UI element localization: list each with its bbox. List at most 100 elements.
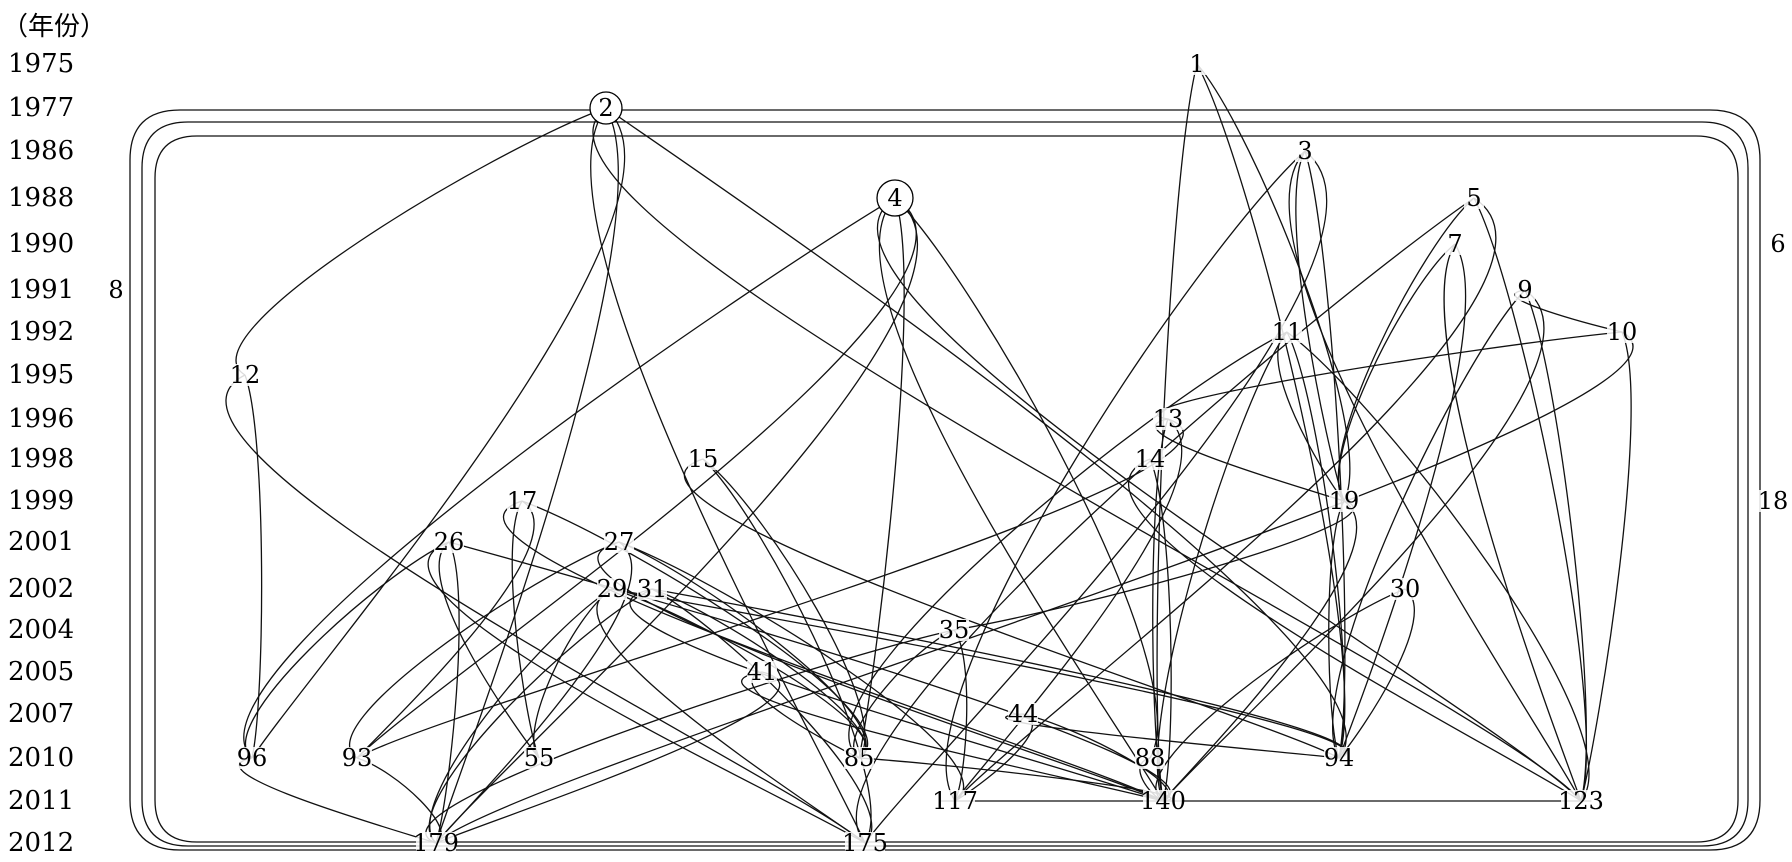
year-label-2005: 2005 [8, 657, 74, 687]
node-bg-140 [1143, 790, 1183, 812]
year-label-1999: 1999 [8, 486, 74, 516]
node-15: 15 [688, 445, 719, 473]
node-bg-123 [1561, 790, 1601, 812]
node-bg-15 [688, 448, 718, 470]
node-bg-85 [844, 747, 874, 769]
node-label-7: 7 [1447, 230, 1462, 258]
edge-19-140 [1162, 500, 1358, 802]
node-10: 10 [1607, 318, 1638, 346]
node-label-8: 8 [108, 276, 123, 304]
edge-4-93 [356, 197, 917, 759]
node-30: 30 [1390, 575, 1421, 603]
node-27: 27 [604, 528, 635, 556]
year-label-1995: 1995 [8, 360, 74, 390]
edge-2-94 [605, 107, 1347, 759]
edge-13-117 [954, 418, 1183, 802]
node-bg-12 [230, 364, 260, 386]
edge-35-179 [425, 629, 955, 844]
node-7: 7 [1445, 230, 1465, 258]
node-93: 93 [342, 744, 373, 772]
node-label-117: 117 [932, 787, 978, 815]
node-label-30: 30 [1390, 575, 1421, 603]
node-label-10: 10 [1607, 318, 1638, 346]
edge-4-179 [435, 197, 918, 844]
node-35: 35 [939, 616, 970, 644]
node-label-31: 31 [637, 575, 668, 603]
edge-outer-loop-0 [129, 109, 1761, 851]
year-label-1992: 1992 [8, 317, 74, 347]
node-bg-117 [935, 790, 975, 812]
edge-26-140 [448, 541, 1171, 802]
node-123: 123 [1558, 787, 1604, 815]
node-bg-93 [342, 747, 372, 769]
node-label-55: 55 [524, 744, 555, 772]
edge-3-175 [864, 150, 1328, 844]
node-94: 94 [1324, 744, 1355, 772]
node-179: 179 [413, 829, 459, 857]
year-label-1977: 1977 [8, 93, 74, 123]
node-label-14: 14 [1135, 445, 1166, 473]
node-label-123: 123 [1558, 787, 1604, 815]
node-bg-41 [747, 661, 777, 683]
node-label-4: 4 [887, 184, 902, 212]
edge-2-175 [590, 107, 866, 844]
edge-13-93 [356, 418, 1184, 759]
edge-9-123 [1524, 289, 1587, 802]
year-label-1975: 1975 [8, 49, 74, 79]
edge-11-140 [1156, 331, 1288, 802]
node-117: 117 [932, 787, 978, 815]
edge-outer-loop-1 [141, 121, 1749, 847]
node-label-44: 44 [1008, 700, 1039, 728]
edge-44-94 [1005, 713, 1340, 759]
node-6: 6 [1768, 230, 1788, 258]
edge-9-140 [1162, 289, 1545, 802]
node-14: 14 [1135, 445, 1166, 473]
node-bg-3 [1295, 140, 1315, 162]
year-axis-title: （年份） [2, 12, 107, 42]
edge-27-93 [348, 541, 620, 759]
edge-layer [129, 63, 1761, 851]
edge-30-94 [1338, 588, 1415, 759]
node-17: 17 [507, 487, 538, 515]
year-label-2001: 2001 [8, 527, 74, 557]
node-label-140: 140 [1140, 787, 1186, 815]
node-4: 4 [876, 179, 914, 217]
node-label-179: 179 [413, 829, 459, 857]
edge-41-140 [741, 671, 1164, 802]
edge-15-94 [683, 458, 1340, 759]
node-11: 11 [1272, 318, 1303, 346]
node-175: 175 [842, 829, 888, 857]
year-label-1998: 1998 [8, 444, 74, 474]
node-label-85: 85 [844, 744, 875, 772]
node-bg-17 [507, 490, 537, 512]
node-bg-1 [1187, 53, 1207, 75]
node-26: 26 [434, 528, 465, 556]
edge-12-96 [244, 374, 263, 759]
edge-1-94 [1196, 63, 1346, 759]
year-label-2007: 2007 [8, 699, 74, 729]
node-bg-11 [1272, 321, 1302, 343]
node-bg-30 [1390, 578, 1420, 600]
edge-27-140 [597, 541, 1164, 802]
node-85: 85 [844, 744, 875, 772]
node-2: 2 [589, 91, 623, 125]
edge-26-179 [435, 541, 460, 844]
node-bg-175 [845, 832, 885, 854]
edge-4-140 [879, 197, 1164, 802]
edge-outer-loop-2 [154, 135, 1739, 843]
node-bg-94 [1324, 747, 1354, 769]
year-label-2010: 2010 [8, 743, 74, 773]
edge-11-123 [1286, 331, 1590, 802]
node-bg-27 [604, 531, 634, 553]
edge-12-175 [225, 374, 866, 844]
edge-1-140 [1156, 63, 1198, 802]
year-label-2004: 2004 [8, 615, 74, 645]
edge-10-179 [435, 331, 1634, 844]
year-label-1986: 1986 [8, 136, 74, 166]
year-label-1990: 1990 [8, 229, 74, 259]
edge-10-13 [1156, 331, 1623, 420]
node-9: 9 [1515, 276, 1535, 304]
edge-2-179 [435, 107, 619, 844]
